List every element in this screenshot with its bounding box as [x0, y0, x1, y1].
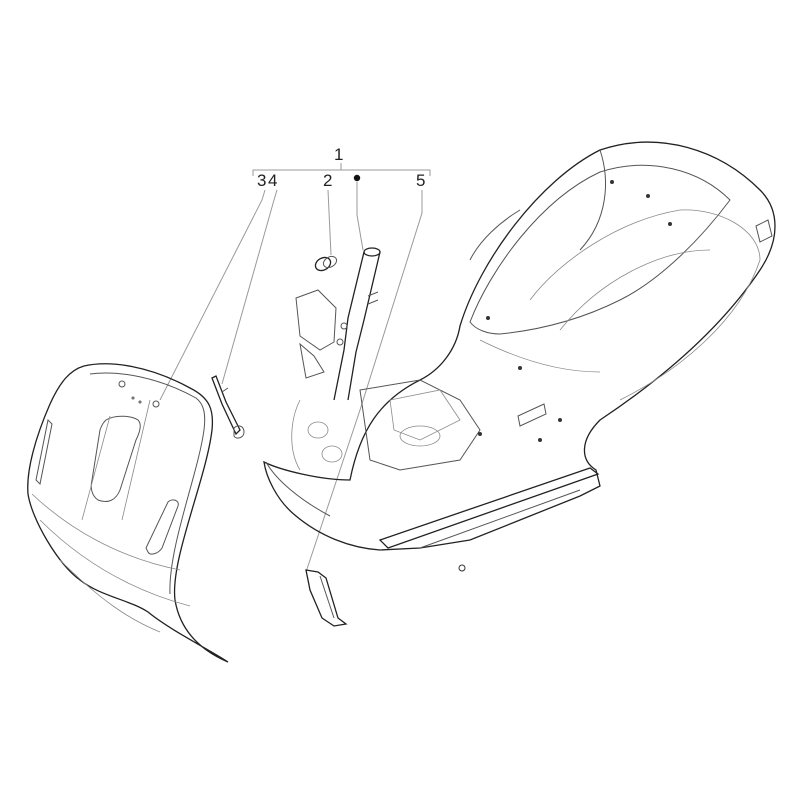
- callout-bracket: [252, 163, 431, 176]
- front-shield: [27, 363, 229, 663]
- callout-label-3: 3: [257, 171, 267, 190]
- callout-label-4: 4: [268, 171, 278, 190]
- callout-label-1: 1: [334, 145, 344, 164]
- main-body: [263, 141, 776, 572]
- shield-bracket: [211, 375, 245, 439]
- steering-tube: [295, 247, 381, 401]
- bushing: [314, 255, 338, 272]
- bullet-dot: [353, 174, 361, 182]
- callout-label-5: 5: [416, 171, 426, 190]
- leader-lines: [159, 174, 423, 573]
- callout-label-2: 2: [323, 171, 333, 190]
- lower-cover-plate: [305, 569, 348, 627]
